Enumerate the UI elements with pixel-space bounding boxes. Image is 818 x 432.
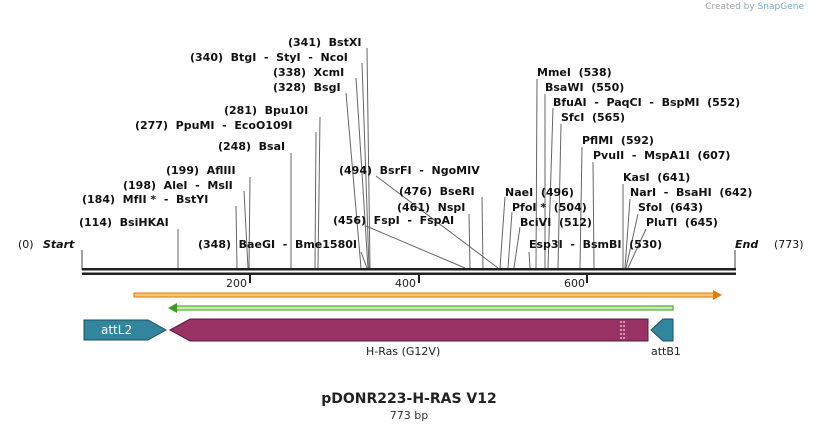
tick-label: 600 <box>564 277 585 290</box>
site-label: (461) NspI <box>397 201 465 214</box>
site-label: (277) PpuMI - EcoO109I <box>135 119 292 132</box>
site-label: KasI (641) <box>623 171 690 184</box>
site-label: (476) BseRI <box>399 185 475 198</box>
site-leader-lines <box>177 47 647 269</box>
plasmid-map: (341) BstXI (340) BtgI - StyI - NcoI (33… <box>18 36 804 358</box>
feature-attL2[interactable]: attL2 <box>83 319 168 341</box>
site-label: MmeI (538) <box>537 66 612 79</box>
feature-hras[interactable] <box>168 318 649 342</box>
site-label: BsaWI (550) <box>545 81 624 94</box>
site-label: (199) AflIII <box>166 164 236 177</box>
site-label: PluTI (645) <box>646 216 718 229</box>
scale-ticks <box>249 275 588 283</box>
site-label: Esp3I - BsmBI (530) <box>529 238 662 251</box>
site-label: (114) BsiHKAI <box>79 216 169 229</box>
site-label: PvuII - MspA1I (607) <box>593 149 730 162</box>
top-strand <box>82 268 736 271</box>
snapgene-logo: SnapGene <box>757 2 804 12</box>
site-label: (338) XcmI <box>273 66 344 79</box>
site-label: (341) BstXI <box>288 36 361 49</box>
site-label: (281) Bpu10I <box>224 104 308 117</box>
feature-attB1[interactable] <box>650 318 674 342</box>
site-label: BfuAI - PaqCI - BspMI (552) <box>553 96 740 109</box>
site-label: NaeI (496) <box>505 186 574 199</box>
site-label: (456) FspI - FspAI <box>333 214 454 227</box>
map-length: 773 bp <box>389 409 429 422</box>
end-position: (773) <box>774 238 804 251</box>
start-position: (0) <box>18 238 34 251</box>
orf-reverse-arrow <box>168 303 674 313</box>
orf-forward-arrow <box>133 290 722 300</box>
site-label: NarI - BsaHI (642) <box>630 186 752 199</box>
feature-attB1-label: attB1 <box>651 345 681 358</box>
tick-label: 200 <box>226 277 247 290</box>
site-label: (248) BsaI <box>218 140 285 153</box>
site-label: PflMI (592) <box>582 134 654 147</box>
end-label: End <box>735 238 758 251</box>
site-label: (198) AleI - MslI <box>123 179 233 192</box>
site-label: PfoI * (504) <box>512 201 587 214</box>
site-label: SfcI (565) <box>561 111 625 124</box>
site-label: (494) BsrFI - NgoMIV <box>339 164 480 177</box>
site-label: (340) BtgI - StyI - NcoI <box>190 51 348 64</box>
map-title: pDONR223-H-RAS V12 <box>321 391 497 407</box>
snapgene-credit: Created by SnapGene <box>705 2 804 12</box>
feature-hras-label: H-Ras (G12V) <box>366 345 440 358</box>
bottom-strand <box>82 272 736 275</box>
tick-label: 400 <box>395 277 416 290</box>
start-label: Start <box>43 238 75 251</box>
site-label: (328) BsgI <box>273 81 341 94</box>
site-label: SfoI (643) <box>638 201 703 214</box>
feature-attL2-label: attL2 <box>101 323 132 337</box>
credit-prefix: Created by <box>705 2 755 12</box>
site-label: (184) MfII * - BstYI <box>82 193 208 206</box>
site-label: BciVI (512) <box>520 216 592 229</box>
site-label: (348) BaeGI - Bme1580I <box>198 238 357 251</box>
